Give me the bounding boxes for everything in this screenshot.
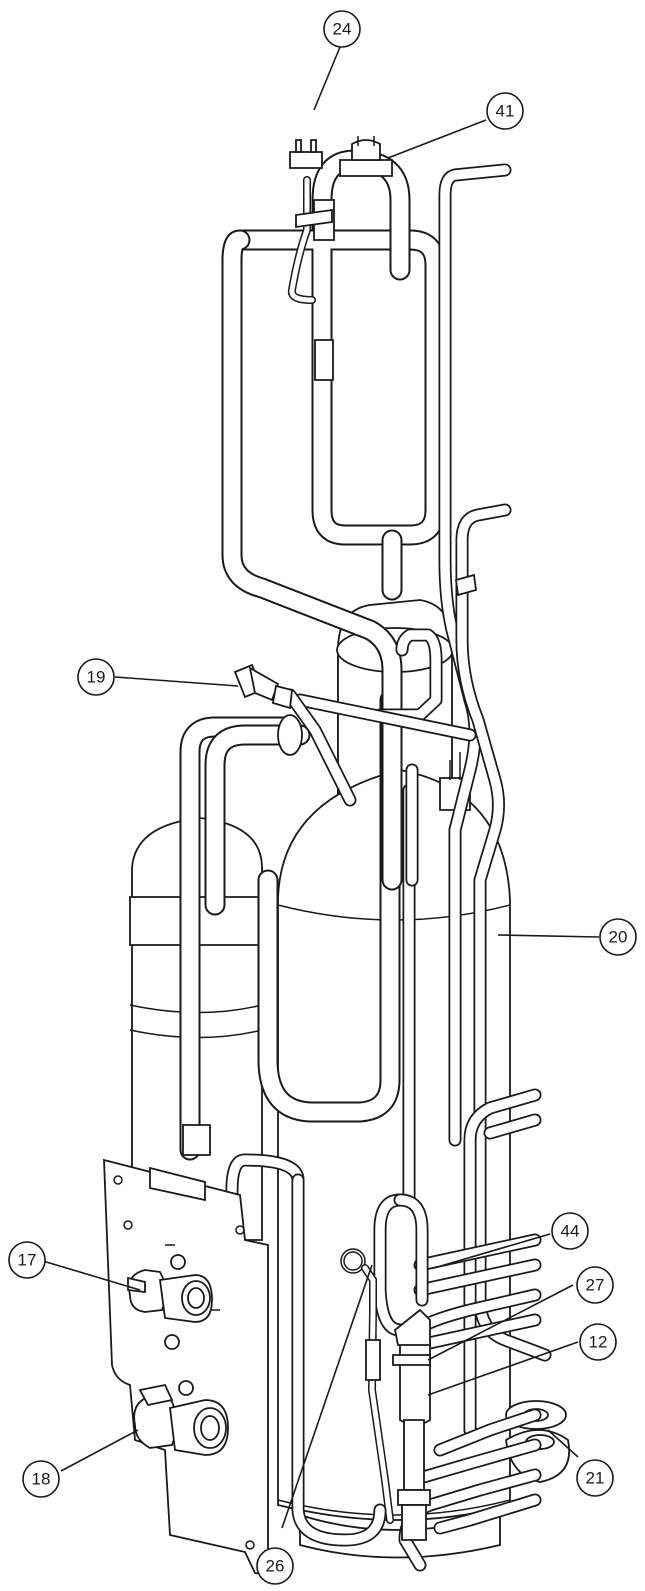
thermistor-sensor xyxy=(287,139,333,304)
leader-21 xyxy=(547,1429,579,1458)
leader-20 xyxy=(497,934,600,938)
leader-18 xyxy=(60,1429,139,1472)
capillary-assembly xyxy=(225,783,431,1547)
center-riser xyxy=(373,628,443,887)
callout-19-label: 19 xyxy=(87,668,106,687)
leader-44 xyxy=(433,1233,551,1269)
callout-24: 24 xyxy=(323,10,361,48)
callout-44: 44 xyxy=(551,1212,589,1250)
leader-41 xyxy=(387,119,487,159)
callout-12-label: 12 xyxy=(589,1333,608,1352)
callout-27: 27 xyxy=(576,1266,614,1304)
service-valve-lower xyxy=(133,1380,229,1456)
thermal-protector xyxy=(339,136,393,177)
callout-12: 12 xyxy=(579,1323,617,1361)
callout-24-label: 24 xyxy=(333,20,352,39)
leader-19 xyxy=(114,676,239,687)
callout-41-label: 41 xyxy=(496,102,515,121)
callout-19: 19 xyxy=(77,658,115,696)
leader-27 xyxy=(427,1284,574,1361)
callout-18-label: 18 xyxy=(32,1470,51,1489)
callout-27-label: 27 xyxy=(586,1276,605,1295)
service-valve-upper xyxy=(127,1254,213,1350)
leader-lines xyxy=(42,46,600,1529)
callout-21: 21 xyxy=(576,1459,614,1497)
leader-17 xyxy=(42,1260,141,1291)
callout-20: 20 xyxy=(599,918,637,956)
callout-20-label: 20 xyxy=(609,928,628,947)
callout-17: 17 xyxy=(8,1241,46,1279)
mounting-bracket xyxy=(103,1158,269,1575)
suction-pipe xyxy=(179,689,401,1161)
callout-21-label: 21 xyxy=(586,1469,605,1488)
leader-26 xyxy=(281,1264,373,1529)
service-valve xyxy=(233,663,477,807)
callout-18: 18 xyxy=(22,1460,60,1498)
callout-41: 41 xyxy=(486,92,524,130)
leader-12 xyxy=(427,1341,579,1396)
leader-24 xyxy=(313,46,341,111)
callout-44-label: 44 xyxy=(561,1222,580,1241)
discharge-loop xyxy=(221,149,446,891)
callout-26: 26 xyxy=(256,1547,294,1585)
callout-26-label: 26 xyxy=(266,1557,285,1576)
callout-17-label: 17 xyxy=(18,1251,37,1270)
